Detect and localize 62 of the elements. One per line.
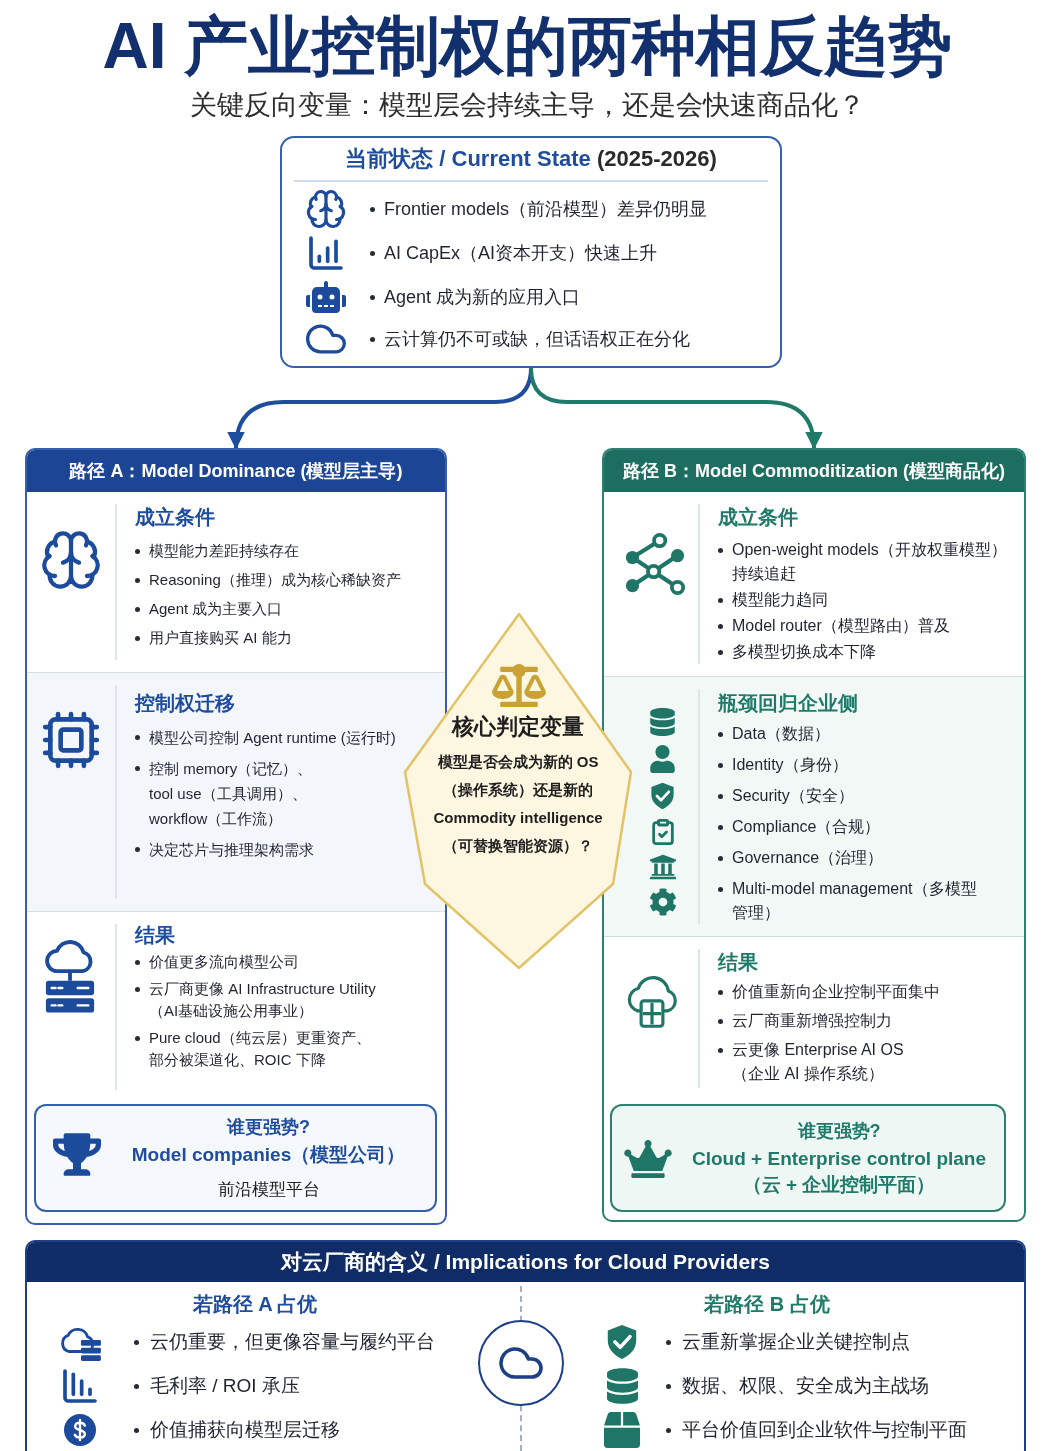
bullet-text: Agent 成为主要入口 bbox=[149, 599, 283, 619]
winner-question: 谁更强势? bbox=[797, 1119, 881, 1143]
bullet-text: Multi-model management（多模型管理） bbox=[732, 879, 978, 923]
panel-title: 路径 B：Model Commoditization (模型商品化) bbox=[623, 460, 1005, 483]
bullet-text: 模型公司控制 Agent runtime (运行时) bbox=[149, 728, 396, 748]
bullet-text: Security（安全） bbox=[732, 786, 854, 806]
section-heading: 成立条件 bbox=[718, 505, 798, 530]
decision-diamond bbox=[403, 612, 633, 970]
bullet-text: 控制 memory（记忆）、tool use（工具调用）、workflow（工作流） bbox=[149, 759, 314, 829]
winner-card bbox=[610, 1104, 1006, 1212]
bullet-text: Model router（模型路由）普及 bbox=[732, 616, 950, 636]
diamond-text: 模型是否会成为新的 OS（操作系统）还是新的 Commodity intelligence（可替换智能资源）？ bbox=[432, 752, 604, 856]
bullet-text: 云计算仍不可或缺，但话语权正在分化 bbox=[384, 328, 690, 351]
winner-card bbox=[34, 1104, 437, 1212]
winner-answer: Cloud + Enterprise control plane（云 + 企业控制平面） bbox=[691, 1146, 987, 1197]
section-heading: 控制权迁移 bbox=[135, 691, 235, 716]
curved-arrow bbox=[529, 366, 823, 450]
bullet-text: Governance（治理） bbox=[732, 848, 884, 868]
column-heading: 若路径 B 占优 bbox=[704, 1292, 830, 1317]
bullet-text: 云重新掌握企业关键控制点 bbox=[682, 1330, 910, 1354]
bullet-text: 毛利率 / ROI 承压 bbox=[150, 1374, 300, 1398]
bullet-text: 云厂商重新增强控制力 bbox=[732, 1011, 892, 1031]
bullet-text: AI CapEx（AI资本开支）快速上升 bbox=[384, 242, 658, 265]
bullet-text: Reasoning（推理）成为核心稀缺资产 bbox=[149, 570, 401, 590]
bullet-text: 数据、权限、安全成为主战场 bbox=[682, 1374, 929, 1398]
implications-panel bbox=[25, 1240, 1026, 1451]
column-heading: 若路径 A 占优 bbox=[192, 1292, 318, 1317]
bullet-text: 模型能力差距持续存在 bbox=[149, 541, 299, 561]
section-heading: 瓶颈回归企业侧 bbox=[718, 691, 858, 716]
title: AI 产业控制权的两种相反趋势 bbox=[102, 9, 953, 84]
winner-note: 前沿模型平台 bbox=[217, 1178, 320, 1201]
path-panel bbox=[602, 448, 1026, 1222]
bullet-text: Agent 成为新的应用入口 bbox=[384, 286, 581, 309]
bullet-text: 价值更多流向模型公司 bbox=[149, 952, 299, 972]
bullet-text: Compliance（合规） bbox=[732, 817, 881, 837]
bullet-text: 用户直接购买 AI 能力 bbox=[149, 628, 292, 648]
bullet-text: 价值捕获向模型层迁移 bbox=[150, 1418, 340, 1442]
panel-title: 对云厂商的含义 / Implications for Cloud Providers bbox=[281, 1249, 770, 1275]
bullet-text: Frontier models（前沿模型）差异仍明显 bbox=[384, 198, 708, 221]
bullet-text: 模型能力趋同 bbox=[732, 590, 828, 610]
bullet-text: Open-weight models（开放权重模型）持续追赶 bbox=[732, 540, 1008, 584]
bullet-text: Pure cloud（纯云层）更重资产、部分被渠道化、ROIC 下降 bbox=[149, 1028, 372, 1070]
section-heading: 结果 bbox=[718, 950, 758, 975]
section-heading: 成立条件 bbox=[135, 505, 215, 530]
bullet-text: 多模型切换成本下降 bbox=[732, 642, 876, 662]
bullet-text: 平台价值回到企业软件与控制平面 bbox=[682, 1418, 967, 1442]
bullet-text: 决定芯片与推理架构需求 bbox=[149, 840, 314, 860]
bullet-text: 云更像 Enterprise AI OS（企业 AI 操作系统） bbox=[732, 1040, 905, 1084]
bullet-text: Identity（身份） bbox=[732, 755, 848, 775]
card-title: 当前状态 / Current State (2025-2026) bbox=[345, 145, 717, 173]
bullet-text: 云厂商更像 AI Infrastructure Utility（AI基础设施公用事业） bbox=[149, 979, 377, 1021]
subtitle: 关键反向变量：模型层会持续主导，还是会快速商品化？ bbox=[190, 89, 865, 122]
state-card bbox=[280, 136, 782, 368]
diamond-heading: 核心判定变量 bbox=[452, 713, 584, 741]
panel-title: 路径 A：Model Dominance (模型层主导) bbox=[69, 460, 403, 483]
bullet-text: Data（数据） bbox=[732, 724, 830, 744]
winner-answer: Model companies（模型公司） bbox=[131, 1142, 406, 1167]
section-heading: 结果 bbox=[135, 923, 175, 948]
content-section bbox=[604, 677, 1024, 937]
winner-question: 谁更强势? bbox=[227, 1115, 310, 1139]
bullet-text: 云仍重要，但更像容量与履约平台 bbox=[150, 1330, 435, 1354]
bullet-text: 价值重新向企业控制平面集中 bbox=[732, 982, 940, 1002]
